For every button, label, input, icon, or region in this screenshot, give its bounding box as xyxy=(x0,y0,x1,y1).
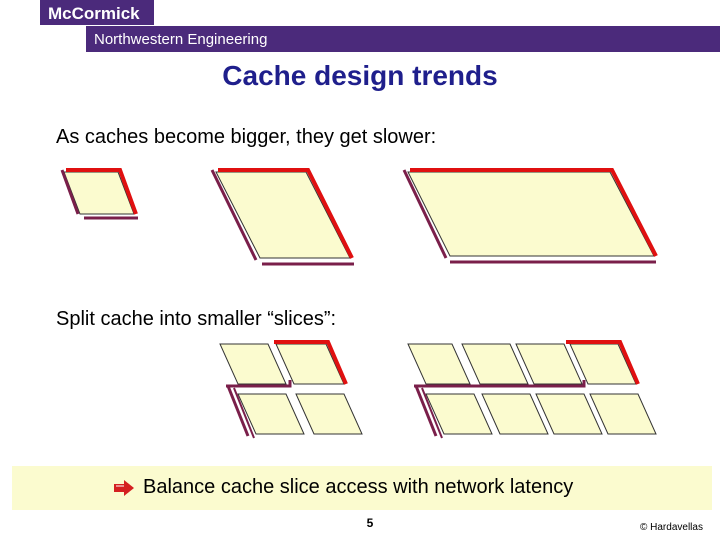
sliced-cache-large xyxy=(407,340,657,439)
arrow-right-icon xyxy=(114,480,134,496)
callout-text: Balance cache slice access with network … xyxy=(143,476,574,498)
bigger-caches-text: As caches become bigger, they get slower… xyxy=(56,126,437,148)
logo-text: McCormick xyxy=(48,4,140,23)
header-band-text: Northwestern Engineering xyxy=(94,31,268,48)
large-cache-block xyxy=(402,168,658,264)
mccormick-logo: McCormick xyxy=(40,0,154,25)
sliced-cache-small xyxy=(219,340,363,439)
copyright-text: © Hardavellas xyxy=(640,522,703,533)
slide-title: Cache design trends xyxy=(222,60,498,91)
page-number: 5 xyxy=(366,516,374,530)
header-band: Northwestern Engineering xyxy=(86,26,720,52)
split-cache-text: Split cache into smaller “slices”: xyxy=(56,308,337,330)
medium-cache-block xyxy=(210,168,354,266)
small-cache-block xyxy=(60,168,138,220)
